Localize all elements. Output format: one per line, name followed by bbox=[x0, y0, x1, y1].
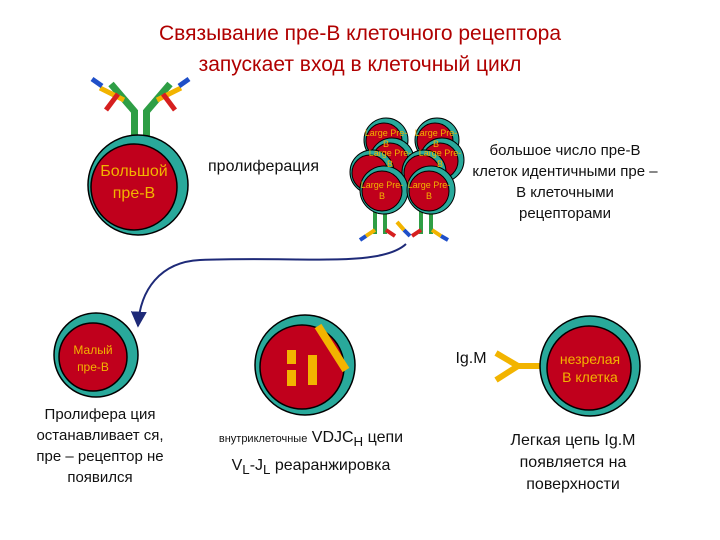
light-subscript-2: L bbox=[263, 462, 271, 478]
proliferation-stops-text: Пролифера ция останавливает ся, пре – ре… bbox=[36, 406, 164, 486]
jl-label: -J bbox=[249, 457, 264, 475]
light-chain-description: Легкая цепь Ig.M появляется на поверхнос… bbox=[510, 432, 636, 493]
igm-receptor-icon bbox=[494, 350, 542, 383]
cluster-receptors bbox=[358, 208, 449, 242]
small-pre-b-label-line2: пре-В bbox=[77, 360, 109, 374]
rearranging-cell bbox=[254, 314, 356, 416]
chains-word: цепи bbox=[363, 429, 404, 446]
proliferation-label: пролиферация bbox=[208, 158, 320, 175]
rearrangement-line-1: внутриклеточные VDJCH цепи bbox=[176, 426, 446, 454]
title-line-1: Связывание пре-В клеточного рецептора bbox=[159, 22, 561, 45]
large-pre-b-cell bbox=[87, 134, 189, 236]
rearrangement-word: реаранжировка bbox=[270, 457, 391, 475]
small-pre-b-label: Малый пре-В bbox=[58, 342, 128, 376]
vl-label: V bbox=[231, 457, 243, 475]
immature-b-cell-label: незрелая В клетка bbox=[548, 350, 632, 386]
gene-segment-1 bbox=[287, 350, 296, 364]
gene-segment-3 bbox=[308, 355, 317, 385]
title-line-2: запускает вход в клеточный цикл bbox=[198, 53, 522, 76]
vdjc-label: VDJC bbox=[311, 429, 354, 446]
cluster-cell-label: Large Pre-B bbox=[364, 128, 408, 149]
rearrangement-text: внутриклеточные VDJCH цепи VL-JL реаранж… bbox=[176, 426, 446, 482]
igm-label: Ig.M bbox=[455, 350, 487, 367]
heavy-subscript: H bbox=[353, 434, 364, 450]
immature-label-line1: незрелая bbox=[559, 351, 621, 367]
large-pre-b-label: Большой пре-В bbox=[84, 161, 184, 205]
immature-b-cell bbox=[539, 315, 641, 417]
small-pre-b-cell bbox=[53, 312, 139, 398]
gene-segment-2 bbox=[287, 370, 296, 386]
rearrangement-line-2: VL-JL реаранжировка bbox=[176, 454, 446, 482]
cluster-cell-label: Large Pre-B bbox=[414, 128, 458, 149]
proliferated-cell-cluster bbox=[349, 117, 465, 242]
light-subscript-1: L bbox=[242, 462, 250, 478]
small-pre-b-label-line1: Малый bbox=[73, 343, 113, 357]
light-chain-bar bbox=[314, 323, 350, 373]
intracellular-word: внутриклеточные bbox=[218, 433, 308, 445]
cluster-cell-label: Large Pre-B bbox=[418, 148, 462, 169]
cluster-cell-label: Large Pre-B bbox=[360, 180, 404, 201]
cluster-cell-label: Large Pre-B bbox=[407, 180, 451, 201]
large-pre-b-label-line2: пре-В bbox=[112, 185, 156, 202]
large-pre-b-label-line1: Большой bbox=[100, 163, 168, 180]
cluster-cell-label: Large Pre-B bbox=[368, 148, 412, 169]
return-arrow bbox=[130, 243, 407, 328]
immature-label-line2: В клетка bbox=[562, 369, 618, 385]
many-cells-description: большое число пре-В клеток идентичными п… bbox=[472, 142, 658, 222]
slide-title: Связывание пре-В клеточного рецептора за… bbox=[60, 18, 660, 80]
large-pre-b-receptor bbox=[90, 76, 191, 144]
